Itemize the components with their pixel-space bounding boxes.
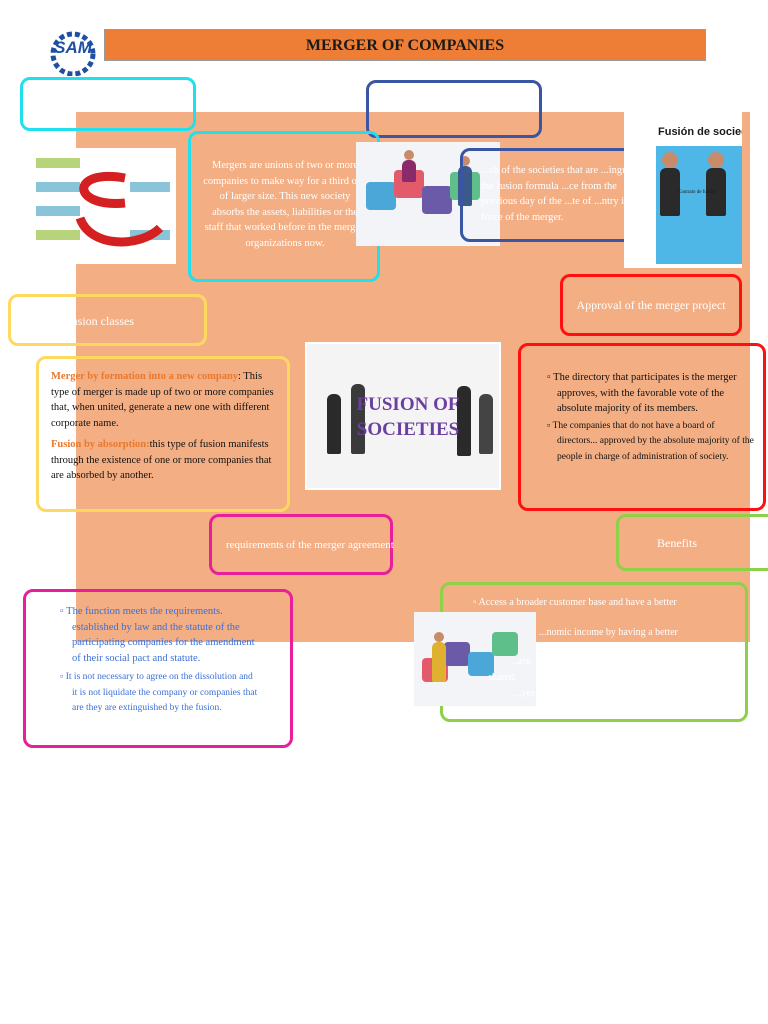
- fusion-societies-image: FUSION OF SOCIETIES: [305, 342, 501, 490]
- effects-text: ...ch of the societies that are ...ingui…: [481, 165, 653, 223]
- benefits-item: ...nomic income by having a better: [539, 626, 678, 638]
- benefits-puzzle-image: ...ace shared. ...yes: [414, 612, 536, 706]
- benefits-label: Benefits: [657, 536, 697, 550]
- definition-box: Mergers are unions of two or more compan…: [188, 131, 380, 282]
- approval-box: ▫ The directory that participates is the…: [518, 343, 766, 511]
- requirements-box: ▫ The function meets the requirements. e…: [23, 589, 293, 748]
- page-title: MERGER OF COMPANIES: [104, 29, 706, 61]
- cover-title: Fusión de sociedades: [658, 126, 742, 138]
- fusion-classes-label-box: Fusion classes: [8, 294, 207, 346]
- empty-label-box: [20, 77, 196, 131]
- formation-text: : This type of merger is made up of two …: [51, 371, 274, 429]
- bullet-icon: ▫: [60, 606, 67, 617]
- benefits-top-label: Benefits: [435, 103, 473, 115]
- requirements-label-box: requirements of the merger agreement: [209, 514, 394, 575]
- formation-title: Merger by formation into a new company: [51, 371, 239, 382]
- absorption-paragraph: Fusion by absorption:this type of fusion…: [39, 431, 287, 484]
- cover-caption: Contrato de fusión: [678, 190, 716, 195]
- absorption-title: Fusion by absorption:: [51, 439, 150, 450]
- approval-label-box: Approval of the merger project: [560, 274, 742, 336]
- bullet-icon: ▫: [547, 420, 553, 431]
- bullet-icon: ▫: [60, 672, 66, 682]
- fusion-cover-image: Fusión de sociedades Contrato de fusión: [624, 112, 742, 268]
- fusion-classes-box: Merger by formation into a new company: …: [36, 356, 290, 512]
- benefits-image-text-1: ...ace: [510, 656, 531, 667]
- bullet-icon: ▫: [547, 372, 554, 383]
- absorption-text: this type of fusion manifests through th…: [51, 439, 272, 481]
- merger-definition: Mergers are unions of two or more compan…: [203, 160, 367, 249]
- approval-label: Approval of the merger project: [576, 298, 726, 312]
- formation-paragraph: Merger by formation into a new company: …: [39, 359, 287, 431]
- bullet-icon: ▫: [473, 597, 479, 608]
- logo-text: SAM: [54, 38, 92, 57]
- benefits-item: ▫ Access a broader customer base and hav…: [473, 597, 677, 608]
- puzzle-team-image: [356, 142, 500, 246]
- sam-logo: SAM: [48, 30, 98, 77]
- benefits-image-text-2: shared.: [488, 672, 517, 683]
- center-image-text: FUSION OF SOCIETIES: [356, 394, 460, 440]
- benefits-top-box: Benefits: [366, 80, 542, 138]
- requirements-item: ▫ It is not necessary to agree on the di…: [60, 672, 258, 713]
- requirements-item: ▫ The function meets the requirements. e…: [60, 606, 255, 664]
- fusion-classes-label: Fusion classes: [65, 314, 134, 328]
- approval-item: ▫ The directory that participates is the…: [547, 372, 737, 414]
- requirements-label: requirements of the merger agreement: [226, 539, 394, 551]
- benefits-image-text-3: ...yes: [514, 688, 535, 699]
- merger-diagram-image: [30, 148, 176, 264]
- benefits-label-box: Benefits: [616, 514, 768, 571]
- approval-item: ▫ The companies that do not have a board…: [547, 420, 754, 462]
